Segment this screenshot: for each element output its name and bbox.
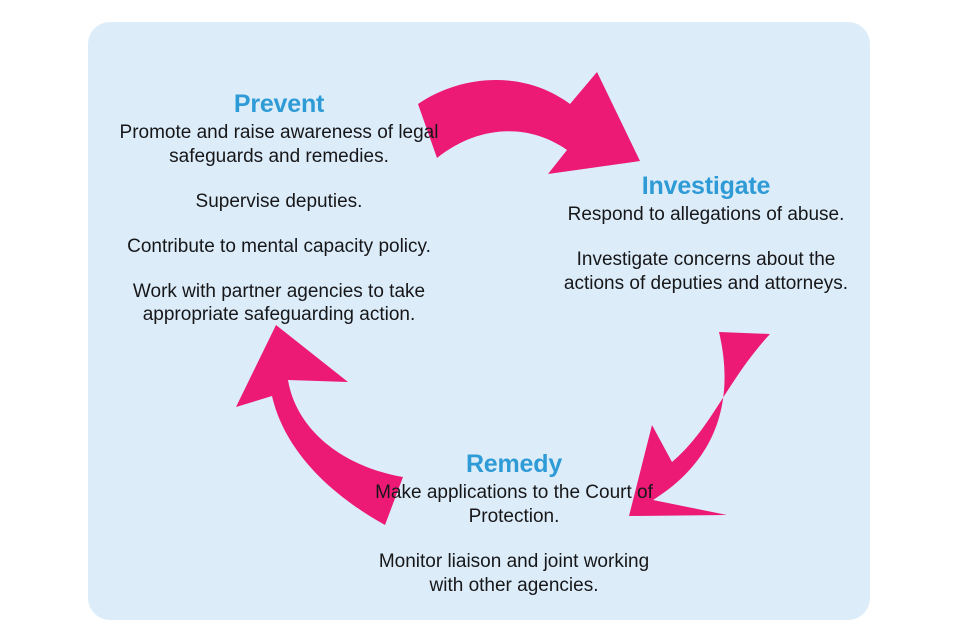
stage-investigate: Investigate Respond to allegations of ab… xyxy=(556,172,856,296)
stage-remedy: Remedy Make applications to the Court of… xyxy=(368,450,660,598)
stage-remedy-paragraph-1: Make applications to the Court of Protec… xyxy=(375,481,653,527)
stage-prevent: Prevent Promote and raise awareness of l… xyxy=(104,90,454,327)
stage-prevent-paragraph-4: Work with partner agencies to take appro… xyxy=(132,280,426,326)
stage-remedy-paragraph-2: Monitor liaison and joint working with o… xyxy=(378,550,650,596)
stage-prevent-paragraph-2: Supervise deputies. xyxy=(195,190,363,212)
stage-prevent-heading: Prevent xyxy=(233,90,325,118)
stage-prevent-paragraph-1: Promote and raise awareness of legal saf… xyxy=(119,121,439,167)
stage-investigate-paragraph-1: Respond to allegations of abuse. xyxy=(567,203,845,225)
stage-prevent-paragraph-3: Contribute to mental capacity policy. xyxy=(127,235,431,257)
stage-remedy-heading: Remedy xyxy=(465,450,563,478)
stage-investigate-paragraph-2: Investigate concerns about the actions o… xyxy=(563,248,849,294)
stage-investigate-heading: Investigate xyxy=(641,172,771,200)
